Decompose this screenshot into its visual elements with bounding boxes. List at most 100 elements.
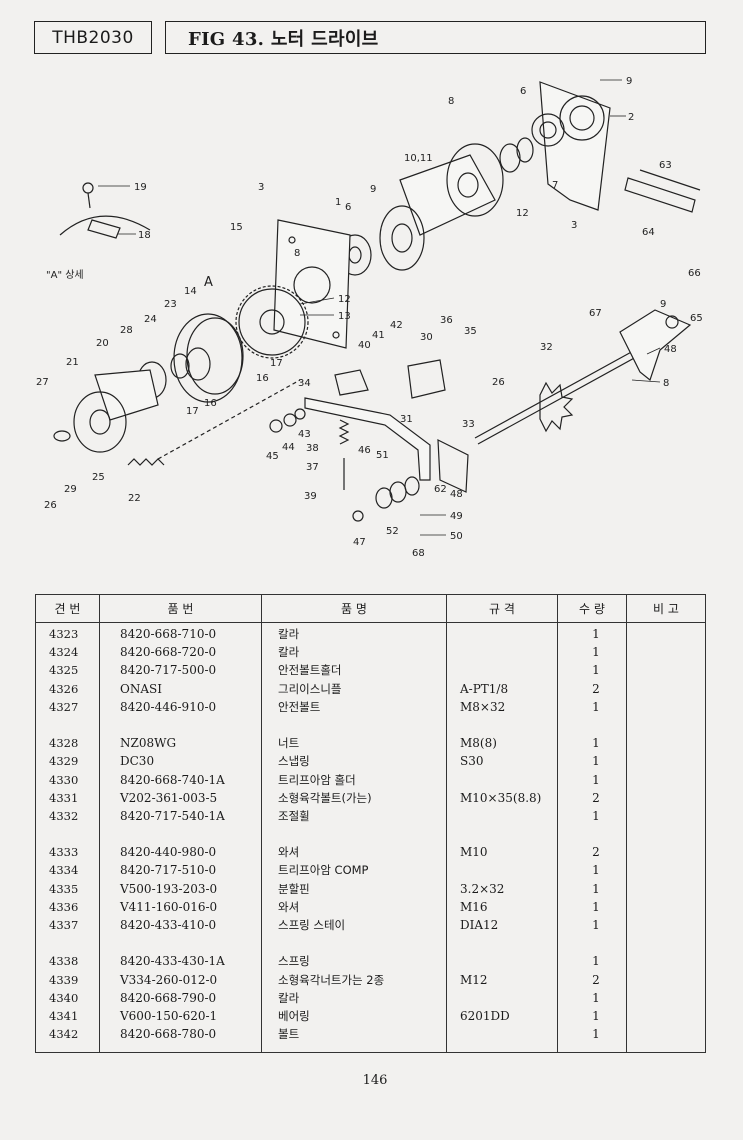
header-part-no: 품 번 (167, 602, 194, 616)
part-name: 소형육각볼트(가는) (278, 790, 372, 805)
callout-30: 30 (420, 332, 433, 343)
spec: M10 (460, 845, 488, 860)
part-name: 와셔 (278, 899, 300, 914)
callout-65: 65 (690, 313, 703, 324)
callout-68: 68 (412, 548, 425, 559)
item-no: 4341 (49, 1008, 79, 1023)
part-no: V600-150-620-1 (120, 1008, 218, 1023)
spec: M10×35(8.8) (460, 790, 542, 805)
spec: S30 (460, 754, 484, 769)
callout-48: 48 (664, 344, 677, 355)
callout-20: 20 (96, 338, 109, 349)
callout-63: 63 (659, 160, 672, 171)
callout-15: 15 (230, 222, 243, 233)
item-no: 4327 (49, 699, 79, 714)
callout-41: 41 (372, 330, 385, 341)
item-no: 4340 (49, 990, 79, 1005)
figure-title: FIG 43. 노터 드라이브 (188, 28, 379, 50)
column-divider (261, 595, 262, 1052)
callout-17: 17 (270, 358, 283, 369)
callout-52: 52 (386, 526, 399, 537)
callout-1: 1 (335, 197, 341, 208)
part-no: ONASI (120, 681, 162, 696)
spec: M8×32 (460, 699, 506, 714)
callout-42: 42 (390, 320, 403, 331)
callout-50: 50 (450, 531, 463, 542)
diagram-drawing (53, 81, 701, 522)
part-no: V500-193-203-0 (120, 881, 218, 896)
model-code-box: THB2030 (34, 21, 152, 54)
callout-6: 6 (520, 86, 526, 97)
callout-8: 8 (663, 378, 669, 389)
callout-9: 9 (626, 76, 632, 87)
spec: 6201DD (460, 1008, 510, 1023)
part-no: 8420-446-910-0 (120, 699, 217, 714)
callout-19: 19 (134, 182, 147, 193)
callout-14: 14 (184, 286, 197, 297)
callout-25: 25 (92, 472, 105, 483)
callout-9: 9 (660, 299, 666, 310)
item-no: 4333 (49, 845, 79, 860)
item-no: 4323 (49, 627, 79, 641)
callout-40: 40 (358, 340, 371, 351)
callout-62: 62 (434, 484, 447, 495)
part-no: 8420-717-540-1A (120, 808, 225, 823)
header-item-no: 견 번 (54, 602, 81, 616)
callout-16: 16 (256, 373, 269, 384)
qty: 1 (592, 736, 600, 751)
callout-3: 3 (571, 220, 577, 231)
spec: 3.2×32 (460, 881, 505, 896)
part-name: 스프링 스테이 (278, 918, 346, 932)
callout-8: 8 (448, 96, 454, 107)
callout-12: 12 (338, 294, 351, 305)
header-remarks: 비 고 (653, 602, 679, 616)
part-no: 8420-668-710-0 (120, 627, 217, 641)
callout-31: 31 (400, 414, 413, 425)
callout-22: 22 (128, 493, 141, 504)
qty: 1 (592, 918, 600, 932)
callout-9: 9 (370, 184, 376, 195)
callout-21: 21 (66, 357, 79, 368)
callout-45: 45 (266, 451, 279, 462)
part-no: 8420-668-740-1A (120, 772, 225, 787)
part-name: 칼라 (278, 990, 300, 1005)
qty: 1 (592, 1008, 600, 1023)
callout-26: 26 (492, 377, 505, 388)
item-no: 4329 (49, 754, 79, 769)
qty: 2 (592, 845, 600, 860)
item-no: 4330 (49, 772, 79, 787)
item-no: 4334 (49, 863, 79, 878)
table-header: 견 번 품 번 품 명 규 격 수 량 비 고 (36, 595, 705, 623)
detail-caption: "A" 상세 (46, 269, 84, 281)
qty: 1 (592, 990, 600, 1005)
part-name: 조절휠 (278, 808, 310, 823)
part-no: V411-160-016-0 (120, 899, 218, 914)
callout-16: 16 (204, 398, 217, 409)
callout-47: 47 (353, 537, 366, 548)
spec: A-PT1/8 (460, 681, 509, 696)
callout-49: 49 (450, 511, 463, 522)
qty: 1 (592, 1027, 600, 1042)
part-name: 스프링 (278, 954, 310, 969)
callout-66: 66 (688, 268, 701, 279)
spec: M8(8) (460, 736, 497, 751)
spec: M16 (460, 899, 488, 914)
callout-8: 8 (294, 248, 300, 259)
spec: DIA12 (460, 918, 499, 932)
part-name: 볼트 (278, 1027, 300, 1042)
callout-32: 32 (540, 342, 553, 353)
